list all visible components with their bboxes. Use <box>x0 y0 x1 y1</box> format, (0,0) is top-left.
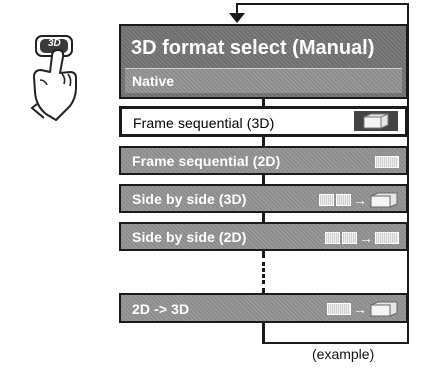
menu-title: 3D format select (Manual) <box>131 37 375 59</box>
loop-line-top <box>236 3 408 5</box>
entry-line <box>236 3 238 15</box>
remote-3d-button: 3D <box>6 26 106 122</box>
menu-item-label: Side by side (3D) <box>132 191 247 207</box>
menu-item-side-by-side-3d[interactable]: Side by side (3D) → <box>119 184 408 213</box>
connector <box>262 99 265 106</box>
down-arrow-icon <box>229 13 245 23</box>
connector <box>262 288 265 293</box>
example-caption: (example) <box>312 346 375 362</box>
loop-line-bottom <box>264 342 409 344</box>
side-by-side-to-3d-icon: → <box>319 192 399 208</box>
3d-cube-icon <box>354 111 398 131</box>
connector <box>262 251 265 258</box>
loop-line-right <box>407 3 409 344</box>
2d-screen-icon <box>375 154 399 170</box>
menu-item-side-by-side-2d[interactable]: Side by side (2D) → <box>119 222 408 251</box>
menu-header: 3D format select (Manual) Native <box>119 24 408 99</box>
menu-item-label: Frame sequential (3D) <box>133 115 275 131</box>
menu-item-label: Frame sequential (2D) <box>132 153 281 169</box>
menu-subtitle: Native <box>132 73 175 89</box>
connector <box>262 137 265 146</box>
3d-button-press-icon <box>30 35 77 121</box>
connector <box>262 323 265 344</box>
menu-item-frame-sequential-2d[interactable]: Frame sequential (2D) <box>119 146 408 175</box>
menu-item-frame-sequential-3d[interactable]: Frame sequential (3D) <box>119 106 408 137</box>
side-by-side-to-2d-icon: → <box>325 230 399 246</box>
connector <box>262 175 265 184</box>
connector <box>262 213 265 222</box>
menu-item-label: 2D -> 3D <box>132 301 190 317</box>
3d-button-label: 3D <box>48 38 61 49</box>
menu-item-2d-to-3d[interactable]: 2D -> 3D → <box>119 293 408 323</box>
continuation-dots <box>262 262 265 286</box>
2d-to-3d-icon: → <box>327 301 399 317</box>
menu-subtitle-bar: Native <box>125 68 402 93</box>
menu-item-label: Side by side (2D) <box>132 229 247 245</box>
